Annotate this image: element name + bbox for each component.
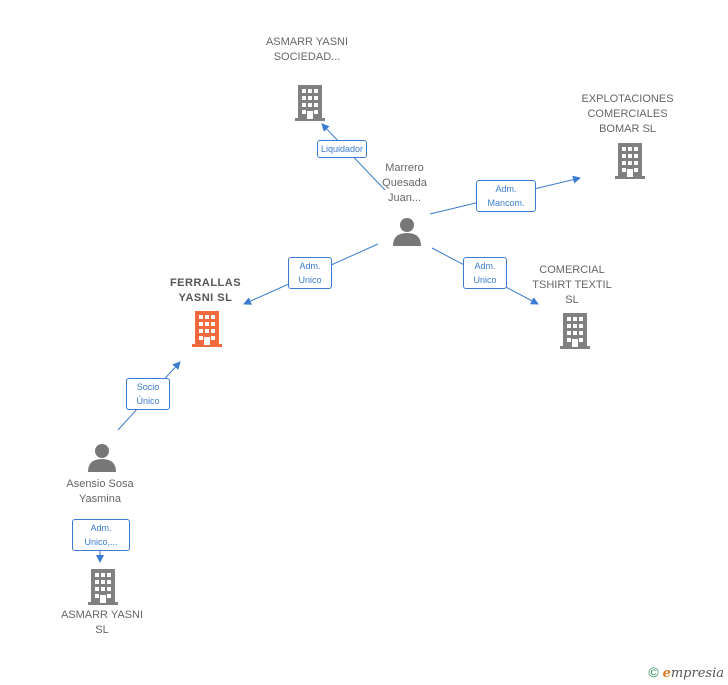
node-label-marrero[interactable]: Marrero Quesada Juan... [382, 162, 427, 204]
node-label-asmarr-sociedad[interactable]: ASMARR YASNI SOCIEDAD... [265, 36, 349, 63]
node-label-asensio[interactable]: Asensio Sosa Yasmina [66, 478, 134, 505]
relation-adm-mancom[interactable]: Adm. Mancom. [476, 180, 536, 212]
relation-adm-unico-comercial[interactable]: Adm. Unico [463, 257, 507, 289]
copyright-symbol: © [648, 664, 659, 680]
node-label-ferrallas[interactable]: FERRALLAS YASNI SL [169, 277, 242, 304]
brand-initial: e [662, 666, 671, 681]
building-icon[interactable] [192, 311, 222, 347]
building-icon[interactable] [295, 85, 325, 121]
person-icon[interactable] [393, 218, 421, 246]
copyright: © empresia [648, 664, 724, 681]
brand-logo: empresia [663, 666, 724, 681]
building-icon[interactable] [88, 569, 118, 605]
building-icon[interactable] [615, 143, 645, 179]
person-icon[interactable] [88, 444, 116, 472]
relation-socio-unico[interactable]: Socio Único [126, 378, 170, 410]
relation-liquidador[interactable]: Liquidador [317, 140, 368, 158]
node-label-comercial-tshirt[interactable]: COMERCIAL TSHIRT TEXTIL SL [532, 264, 612, 306]
node-label-explotaciones[interactable]: EXPLOTACIONES COMERCIALES BOMAR SL [581, 93, 674, 135]
relation-adm-unico-ferrallas[interactable]: Adm. Unico [288, 257, 332, 289]
node-label-asmarr-sl[interactable]: ASMARR YASNI SL [60, 609, 144, 636]
brand-name: mpresia [670, 666, 724, 681]
building-icon[interactable] [560, 313, 590, 349]
relation-adm-unico-asmarr[interactable]: Adm. Unico,... [72, 519, 130, 551]
